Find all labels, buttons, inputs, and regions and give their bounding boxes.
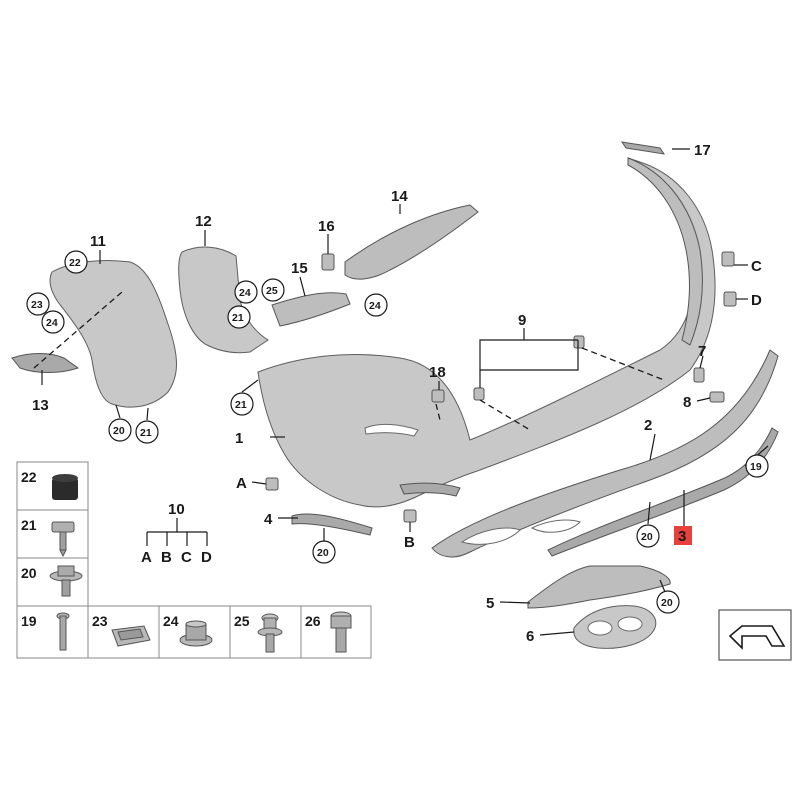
callout-17: 17: [694, 142, 711, 159]
group-letter-B: B: [161, 549, 172, 566]
legend-cell-19: 19: [21, 613, 37, 629]
callout-16: 16: [318, 218, 335, 235]
callout-24b: 24: [239, 287, 251, 299]
clip-part-18[interactable]: [431, 389, 445, 403]
callout-20a: 20: [641, 531, 653, 543]
group-10-tree: 10 A B C D: [141, 501, 212, 566]
nut-icon: [49, 565, 83, 597]
callout-3: 3: [678, 528, 686, 545]
clip-part-16[interactable]: [321, 253, 335, 271]
callout-21b: 21: [235, 399, 247, 411]
callout-23: 23: [31, 299, 43, 311]
callout-4: 4: [264, 511, 273, 528]
callout-1: 1: [235, 430, 243, 447]
legend-cell-25: 25: [234, 613, 250, 629]
legend-cell-22: 22: [21, 469, 37, 485]
clip-A[interactable]: [265, 477, 279, 491]
callout-24a: 24: [46, 317, 58, 329]
legend-cell-23: 23: [92, 613, 108, 629]
callout-C: C: [751, 258, 762, 275]
tailpipe-part-6[interactable]: [573, 605, 657, 649]
clip-D[interactable]: [723, 291, 737, 307]
callout-20b: 20: [317, 547, 329, 559]
clip-part-7[interactable]: [693, 367, 705, 383]
callout-13: 13: [32, 397, 49, 414]
diffuser-part-2[interactable]: [431, 349, 779, 558]
callout-8: 8: [683, 394, 691, 411]
callout-21a: 21: [140, 427, 152, 439]
reflector-part-13[interactable]: [11, 353, 80, 373]
clip-C[interactable]: [721, 251, 735, 267]
legend-cell-20: 20: [21, 565, 37, 581]
strip-part-17[interactable]: [620, 141, 666, 155]
callout-12: 12: [195, 213, 212, 230]
circled-callouts: 19 20 20 20 20 21 21 21 22 23 24 24 24 2…: [26, 250, 769, 614]
pin-icon: [56, 612, 70, 651]
callout-20d: 20: [113, 425, 125, 437]
group-10-label: 10: [168, 501, 185, 518]
clip-part-9b[interactable]: [573, 335, 585, 349]
hardware-legend: 22 21 20 19 23 24 25 26: [16, 461, 372, 659]
clip-part-9a[interactable]: [473, 387, 485, 401]
callout-15: 15: [291, 260, 308, 277]
callout-19: 19: [750, 461, 762, 473]
legend-cell-21: 21: [21, 517, 37, 533]
orientation-arrow-icon: [718, 609, 792, 661]
legend-cell-24: 24: [163, 613, 179, 629]
bracket-part-12[interactable]: [178, 246, 269, 354]
callout-B: B: [404, 534, 415, 551]
highlight-badge-3[interactable]: 3: [674, 526, 692, 545]
callout-22: 22: [69, 257, 81, 269]
callout-5: 5: [486, 595, 494, 612]
callout-D: D: [751, 292, 762, 309]
callout-20c: 20: [661, 597, 673, 609]
callout-11: 11: [90, 233, 106, 250]
clip-B[interactable]: [403, 509, 417, 523]
legend-cell-26: 26: [305, 613, 321, 629]
callout-A: A: [236, 475, 247, 492]
callout-24c: 24: [369, 300, 381, 312]
callout-6: 6: [526, 628, 534, 645]
group-letter-A: A: [141, 549, 152, 566]
reflector-part-4[interactable]: [291, 513, 373, 536]
spring-clip-icon: [111, 625, 151, 647]
leader-lines: [41, 148, 769, 636]
bumper-cover[interactable]: [257, 157, 716, 508]
group-letter-C: C: [181, 549, 192, 566]
cover-part-14[interactable]: [344, 204, 479, 280]
flange-nut-icon: [179, 620, 213, 647]
callout-25: 25: [266, 285, 278, 297]
grommet-icon: [52, 474, 78, 500]
bracket-part-11[interactable]: [49, 260, 177, 408]
bolt-icon: [330, 611, 352, 653]
callout-7: 7: [698, 343, 706, 360]
clip-part-8[interactable]: [709, 391, 725, 403]
callout-21c: 21: [232, 312, 244, 324]
callout-18: 18: [429, 364, 446, 381]
callout-2: 2: [644, 417, 652, 434]
callout-9: 9: [518, 312, 526, 329]
group-letter-D: D: [201, 549, 212, 566]
callout-14: 14: [391, 188, 408, 205]
push-rivet-icon: [257, 613, 283, 653]
screw-icon: [51, 521, 75, 558]
plate-part-15[interactable]: [271, 292, 351, 327]
bracket-part-5[interactable]: [527, 565, 671, 609]
